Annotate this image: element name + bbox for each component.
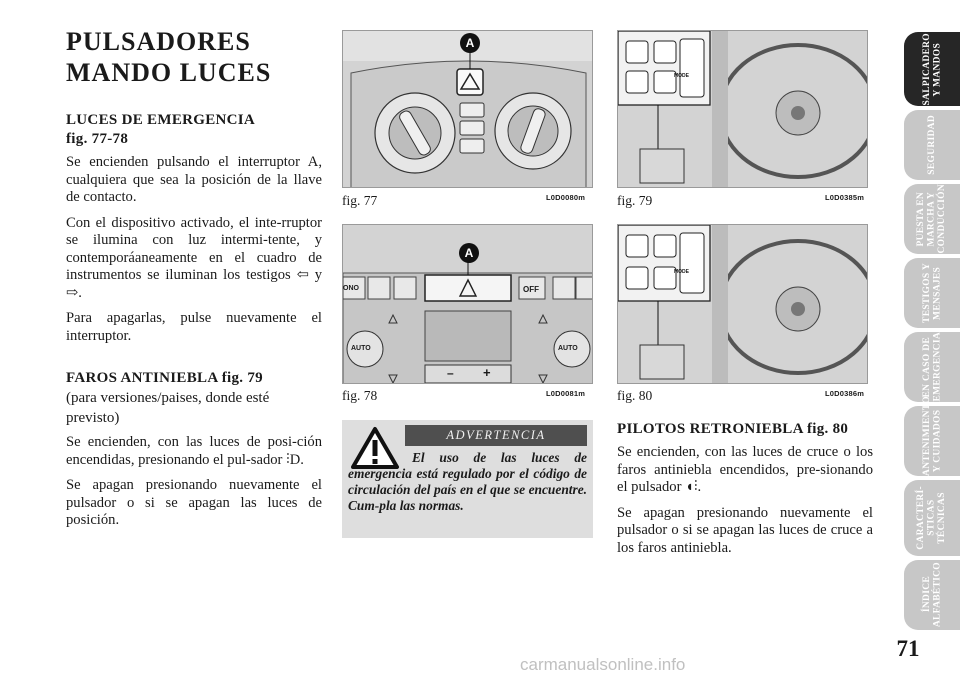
left-column: LUCES DE EMERGENCIA fig. 77-78 Se encien… — [66, 111, 322, 538]
page-title: PULSADORES MANDO LUCES — [66, 26, 271, 88]
fog-paragraph-2: Se apagan presionando nuevamente el puls… — [66, 477, 322, 528]
figure-77-code: L0D0080m — [546, 193, 586, 202]
ono-label: ONO — [343, 285, 359, 292]
fog-paragraph-1: Se encienden, con las luces de posi-ción… — [66, 434, 322, 468]
hazard-heading: LUCES DE EMERGENCIA — [66, 112, 256, 128]
figure-79-image: MODE — [617, 30, 868, 188]
hazard-paragraph-3: Para apagarlas, pulse nuevamente el inte… — [66, 310, 322, 344]
figure-77-caption: fig. 77 — [342, 193, 378, 208]
fan-minus-label: – — [447, 366, 454, 380]
tab-caracteristicas[interactable]: CARACTERÍ- STICAS TÉCNICAS — [904, 480, 960, 556]
page-title-line1: PULSADORES — [66, 27, 251, 56]
hazard-subheading: fig. 77-78 — [66, 131, 129, 147]
rear-fog-switch-drawing — [618, 225, 867, 383]
fog-subheading: (para versiones/paises, donde esté previ… — [66, 390, 270, 426]
figure-77-image: A — [342, 30, 593, 188]
fog-heading: FAROS ANTINIEBLA fig. 79 — [66, 370, 263, 386]
warning-text: El uso de las luces de emergencia está r… — [348, 450, 587, 513]
auto-right-label: AUTO — [558, 345, 578, 352]
tab-emergencia[interactable]: EN CASO DE EMERGENCIA — [904, 332, 960, 402]
tab-puesta-en-marcha[interactable]: PUESTA EN MARCHA Y CONDUCCIÓN — [904, 184, 960, 254]
mode-label: MODE — [674, 269, 689, 275]
figure-80-code: L0D0386m — [825, 389, 865, 398]
figure-78-code: L0D0081m — [546, 389, 586, 398]
figure-80-caption: fig. 80 — [617, 388, 653, 403]
marker-a: A — [460, 33, 480, 53]
tab-mantenimiento[interactable]: MANTENIMIENTO Y CUIDADOS — [904, 396, 960, 486]
rearfog-paragraph-1: Se encienden, con las luces de cruce o l… — [617, 444, 873, 495]
hazard-paragraph-2: Con el dispositivo activado, el inte-rru… — [66, 214, 322, 301]
off-label: OFF — [523, 285, 539, 294]
tab-salpicadero[interactable]: SALPICADERO Y MANDOS — [904, 32, 960, 106]
right-column: PILOTOS RETRONIEBLA fig. 80 Se encienden… — [617, 420, 873, 565]
hazard-console-drawing — [343, 31, 592, 187]
figure-79-code: L0D0385m — [825, 193, 865, 202]
figure-78-caption: fig. 78 — [342, 388, 378, 403]
mode-label: MODE — [674, 73, 689, 79]
figure-79-caption: fig. 79 — [617, 193, 653, 208]
fog-switch-drawing — [618, 31, 867, 187]
tab-testigos[interactable]: TESTIGOS Y MENSAJES — [904, 258, 960, 328]
rearfog-heading: PILOTOS RETRONIEBLA fig. 80 — [617, 421, 849, 437]
tab-seguridad[interactable]: SEGURIDAD — [904, 110, 960, 180]
warning-triangle-icon — [351, 427, 399, 469]
marker-a: A — [459, 243, 479, 263]
watermark: carmanualsonline.info — [520, 655, 686, 674]
figure-80-image: MODE — [617, 224, 868, 384]
page-number: 71 — [896, 636, 920, 661]
fan-plus-label: + — [483, 365, 491, 380]
climate-panel-drawing — [343, 245, 592, 383]
figure-78-image: A ONO OFF AUTO AUTO – + — [342, 224, 593, 384]
tab-indice[interactable]: ÍNDICE ALFABÉTICO — [904, 560, 960, 630]
rearfog-paragraph-2: Se apagan presionando nuevamente el puls… — [617, 504, 873, 556]
warning-label: ADVERTENCIA — [405, 425, 587, 446]
hazard-paragraph-1: Se encienden pulsando el interruptor A, … — [66, 154, 322, 205]
auto-left-label: AUTO — [351, 345, 371, 352]
page-title-line2: MANDO LUCES — [66, 58, 272, 87]
